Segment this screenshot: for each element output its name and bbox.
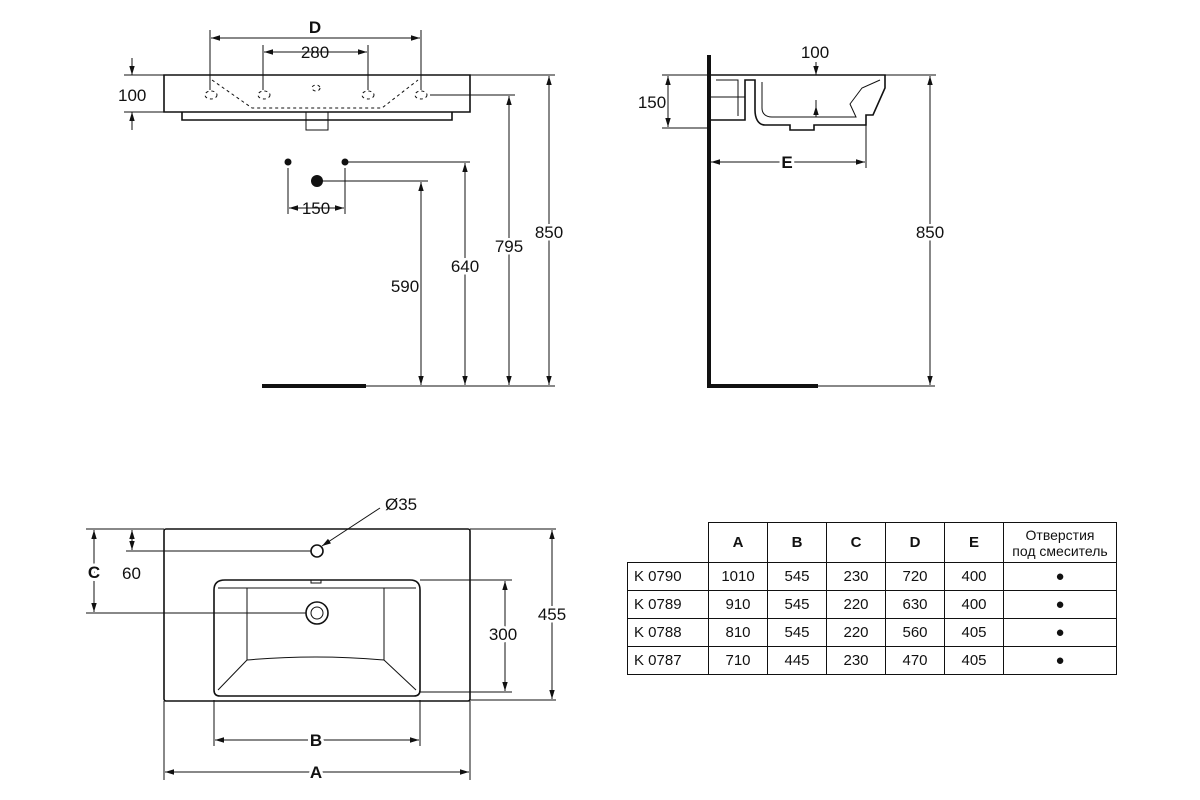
col-header-D: D — [885, 522, 945, 563]
tap-hole — [310, 544, 324, 558]
table-corner — [627, 522, 709, 563]
front-hidden-bowl — [211, 79, 419, 109]
value-E: 400 — [944, 562, 1004, 591]
table-row: K 0790 1010 545 230 720 400 ● — [627, 562, 1117, 591]
value-A: 1010 — [708, 562, 768, 591]
mixer-hole-cell: ● — [1003, 590, 1117, 619]
front-basin-bottom — [181, 112, 453, 121]
tap-hole-right-outer — [414, 90, 428, 100]
tap-hole-right — [361, 90, 375, 100]
value-D: 470 — [885, 646, 945, 675]
value-A: 710 — [708, 646, 768, 675]
dim-640-label: 640 — [451, 257, 479, 276]
drain-inner — [310, 606, 324, 620]
dim-A-label: A — [310, 763, 322, 782]
value-B: 545 — [767, 562, 827, 591]
dim-590-label: 590 — [391, 277, 419, 296]
side-basin-inner — [716, 79, 881, 118]
model-cell: K 0787 — [627, 646, 709, 675]
overflow-slot — [310, 579, 322, 584]
value-D: 630 — [885, 590, 945, 619]
drain-outer — [305, 601, 329, 625]
top-basin-outline — [163, 528, 471, 702]
side-dim-150-label: 150 — [638, 93, 666, 112]
col-header-E: E — [944, 522, 1004, 563]
mixer-hole-cell: ● — [1003, 646, 1117, 675]
value-A: 910 — [708, 590, 768, 619]
side-dim-100-label: 100 — [801, 43, 829, 62]
tap-hole-center — [311, 84, 321, 92]
value-B: 445 — [767, 646, 827, 675]
dim-E-label: E — [781, 153, 792, 172]
mixer-hole-cell: ● — [1003, 618, 1117, 647]
dim-60-label: 60 — [122, 564, 141, 583]
table-row: K 0789 910 545 220 630 400 ● — [627, 590, 1117, 619]
supply-point-left — [284, 158, 292, 166]
value-D: 720 — [885, 562, 945, 591]
top-bowl-outline — [213, 579, 421, 697]
dim-C-label: C — [88, 563, 100, 582]
value-B: 545 — [767, 618, 827, 647]
col-header-C: C — [826, 522, 886, 563]
tap-hole-left — [257, 90, 271, 100]
mixer-header-line2: под смеситель — [1012, 542, 1108, 559]
table-header-row: A B C D E Отверстия под смеситель — [627, 522, 1117, 563]
col-header-B: B — [767, 522, 827, 563]
tap-hole-left-outer — [204, 90, 218, 100]
front-view: D 280 100 150 590 640 795 — [118, 18, 566, 388]
dim-795-label: 795 — [495, 237, 523, 256]
top-bowl-floor — [246, 587, 385, 661]
mixer-hole-cell: ● — [1003, 562, 1117, 591]
value-E: 405 — [944, 646, 1004, 675]
mixer-header-line1: Отверстия — [1025, 526, 1095, 543]
dimensions-table: A B C D E Отверстия под смеситель K 0790… — [627, 522, 1117, 675]
dim-850-front-label: 850 — [535, 223, 563, 242]
value-C: 220 — [826, 590, 886, 619]
table-row: K 0787 710 445 230 470 405 ● — [627, 646, 1117, 675]
model-cell: K 0788 — [627, 618, 709, 647]
dim-D-label: D — [309, 18, 321, 37]
value-E: 400 — [944, 590, 1004, 619]
dim-850-side-label: 850 — [916, 223, 944, 242]
side-view: 150 100 E 850 — [638, 43, 947, 388]
value-C: 220 — [826, 618, 886, 647]
dim-hole-label: Ø35 — [385, 495, 417, 514]
col-header-mixer-hole: Отверстия под смеситель — [1003, 522, 1117, 563]
table-row: K 0788 810 545 220 560 405 ● — [627, 618, 1117, 647]
value-E: 405 — [944, 618, 1004, 647]
dim-B-label: B — [310, 731, 322, 750]
value-C: 230 — [826, 646, 886, 675]
value-D: 560 — [885, 618, 945, 647]
top-view: Ø35 C 60 300 455 B A — [85, 495, 569, 785]
side-basin-section — [711, 74, 886, 131]
value-C: 230 — [826, 562, 886, 591]
front-waste-outlet — [305, 112, 329, 131]
front-dim-150-label: 150 — [302, 199, 330, 218]
front-dim-100-label: 100 — [118, 86, 146, 105]
dim-280-label: 280 — [301, 43, 329, 62]
col-header-A: A — [708, 522, 768, 563]
value-A: 810 — [708, 618, 768, 647]
model-cell: K 0790 — [627, 562, 709, 591]
model-cell: K 0789 — [627, 590, 709, 619]
dim-300-label: 300 — [489, 625, 517, 644]
dim-455-label: 455 — [538, 605, 566, 624]
value-B: 545 — [767, 590, 827, 619]
